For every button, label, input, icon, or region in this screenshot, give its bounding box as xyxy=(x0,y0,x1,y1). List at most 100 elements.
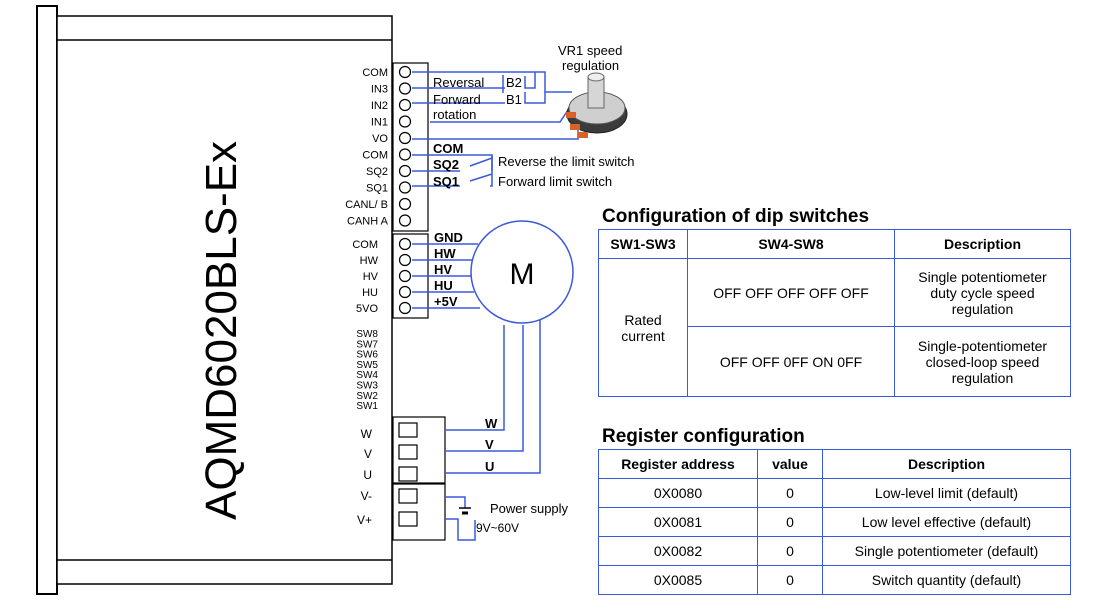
reg-table-title: Register configuration xyxy=(602,426,805,447)
driver-housing: AQMD6020BLS-Ex xyxy=(36,5,393,595)
u-wire-label: U xyxy=(485,459,494,474)
pin-label: 5VO xyxy=(356,303,378,315)
pin-label: IN3 xyxy=(371,84,388,96)
power-pin-label: V+ xyxy=(357,513,372,527)
reg-desc: Low-level limit (default) xyxy=(822,478,1071,508)
hv-label: HV xyxy=(434,262,452,277)
terminal-pin xyxy=(398,181,412,194)
forward-label: Forward xyxy=(433,92,481,107)
reg-addr: 0X0080 xyxy=(598,478,758,508)
power-pin-label: V xyxy=(364,447,372,461)
power-pin-label: U xyxy=(363,468,372,482)
terminal-pin xyxy=(398,131,412,145)
terminal-pin xyxy=(398,237,412,251)
sw-label: SW7 xyxy=(356,339,378,350)
register-table: Register address value Description 0X008… xyxy=(598,449,1071,595)
pin-label: CANL/ B xyxy=(345,199,388,211)
reg-header-desc: Description xyxy=(822,449,1071,479)
reg-addr: 0X0081 xyxy=(598,507,758,537)
com-wire-label: COM xyxy=(433,141,463,156)
hw-label: HW xyxy=(434,246,456,261)
motor-label: M xyxy=(510,258,535,291)
plus5v-label: +5V xyxy=(434,294,458,309)
reg-addr: 0X0082 xyxy=(598,536,758,566)
reg-header-value: value xyxy=(757,449,823,479)
table-row: Rated current OFF OFF OFF OFF OFF Single… xyxy=(598,258,1071,397)
sq1-label: SQ1 xyxy=(433,174,459,189)
pin-label: SQ2 xyxy=(366,166,388,178)
w-wire-label: W xyxy=(485,416,498,431)
sw-label: SW8 xyxy=(356,329,378,340)
reg-value: 0 xyxy=(757,478,823,508)
pin-label: COM xyxy=(362,150,388,162)
sw-label: SW2 xyxy=(356,391,378,402)
b2-label: B2 xyxy=(506,75,522,90)
sw-label: SW1 xyxy=(356,401,378,412)
table-row: OFF OFF 0FF ON 0FF Single-potentiometer … xyxy=(599,326,1071,397)
terminal-pin xyxy=(398,115,412,128)
terminal-pin xyxy=(398,214,412,227)
table-row: 0X0081 0 Low level effective (default) xyxy=(598,507,1071,537)
terminal-pin xyxy=(398,82,412,95)
v-wire-label: V xyxy=(485,437,494,452)
table-row: 0X0080 0 Low-level limit (default) xyxy=(598,478,1071,508)
reg-addr: 0X0085 xyxy=(598,565,758,595)
power-supply-label: Power supply xyxy=(490,501,569,516)
b1-label: B1 xyxy=(506,92,522,107)
dip-row1-desc: Single potentiometer duty cycle speed re… xyxy=(894,258,1071,327)
pin-label: IN1 xyxy=(371,117,388,129)
potentiometer-icon xyxy=(566,72,628,138)
dip-group-label: Rated current xyxy=(598,258,688,397)
motor: M xyxy=(470,220,574,324)
sw-label: SW6 xyxy=(356,350,378,361)
signal-wires xyxy=(412,71,579,541)
voltage-label: 9V~60V xyxy=(476,521,519,535)
pin-label: COM xyxy=(352,239,378,251)
dip-header-sw13: SW1-SW3 xyxy=(598,229,688,259)
terminal-pin xyxy=(398,197,412,211)
dip-row1-sw48: OFF OFF OFF OFF OFF xyxy=(687,258,895,327)
dip-header-desc: Description xyxy=(894,229,1071,259)
terminal-pin xyxy=(398,253,412,267)
dip-switch-table: SW1-SW3 SW4-SW8 Description Rated curren… xyxy=(598,229,1071,397)
battery-icon xyxy=(459,507,471,515)
terminal-pin xyxy=(398,65,412,79)
reg-desc: Low level effective (default) xyxy=(822,507,1071,537)
rotation-label: rotation xyxy=(433,107,476,122)
pot-label-line1: VR1 speed xyxy=(558,43,622,58)
power-pin-label: V- xyxy=(361,489,372,503)
pin-label: CANH A xyxy=(347,216,389,228)
reg-desc: Switch quantity (default) xyxy=(822,565,1071,595)
table-row: 0X0085 0 Switch quantity (default) xyxy=(598,565,1071,595)
reg-value: 0 xyxy=(757,536,823,566)
pin-label: HV xyxy=(363,271,379,283)
dip-header-sw48: SW4-SW8 xyxy=(687,229,895,259)
sw-label: SW5 xyxy=(356,360,378,371)
dip-row2-sw48: OFF OFF 0FF ON 0FF xyxy=(687,326,895,397)
terminal-pin xyxy=(398,148,412,161)
pin-label: SQ1 xyxy=(366,183,388,195)
forward-limit-label: Forward limit switch xyxy=(498,174,612,189)
wiring-labels: VR1 speed regulation Reversal Forward ro… xyxy=(433,43,635,535)
terminal-pin xyxy=(398,269,412,283)
terminal-pin xyxy=(398,98,412,112)
reg-desc: Single potentiometer (default) xyxy=(822,536,1071,566)
driver-model-label: AQMD6020BLS-Ex xyxy=(197,141,246,520)
gnd-label: GND xyxy=(434,230,463,245)
pin-label: COM xyxy=(362,67,388,79)
sw-label: SW4 xyxy=(356,370,378,381)
pin-label: IN2 xyxy=(371,100,388,112)
terminal-pin xyxy=(398,164,412,178)
reversal-label: Reversal xyxy=(433,75,484,90)
dip-table-title: Configuration of dip switches xyxy=(602,206,870,227)
reg-value: 0 xyxy=(757,565,823,595)
pin-label: VO xyxy=(372,133,388,145)
sw-label: SW3 xyxy=(356,381,378,392)
reverse-limit-label: Reverse the limit switch xyxy=(498,154,635,169)
reg-value: 0 xyxy=(757,507,823,537)
